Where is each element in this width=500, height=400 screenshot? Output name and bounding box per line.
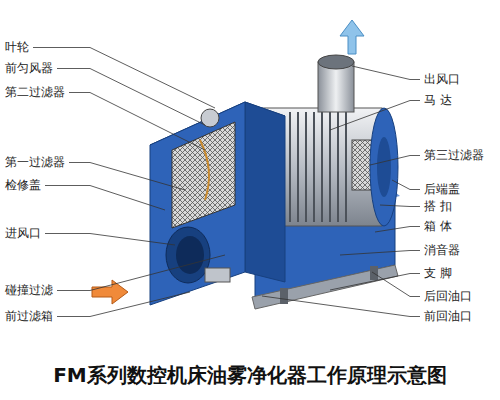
leader-line bbox=[45, 234, 175, 246]
part-label: 前匀风器 bbox=[5, 61, 53, 75]
leader-line bbox=[45, 186, 165, 211]
part-label: 支 脚 bbox=[424, 266, 452, 280]
leader-line bbox=[352, 66, 420, 80]
leader-line bbox=[262, 296, 420, 317]
part-label: 第一过滤器 bbox=[5, 155, 65, 169]
part-label: 箱 体 bbox=[424, 219, 452, 233]
leader-line bbox=[69, 93, 205, 151]
part-label: 前回油口 bbox=[424, 309, 472, 323]
leader-line bbox=[57, 292, 190, 317]
leader-line bbox=[330, 274, 420, 291]
part-label: 消音器 bbox=[424, 243, 460, 257]
part-label: 叶轮 bbox=[5, 40, 29, 54]
part-label: 出风口 bbox=[424, 72, 460, 86]
part-label: 后端盖 bbox=[424, 182, 460, 196]
part-label: 第二过滤器 bbox=[5, 85, 65, 99]
part-label: 前过滤箱 bbox=[5, 309, 53, 323]
part-label: 检修盖 bbox=[5, 178, 41, 192]
leader-line bbox=[392, 180, 420, 190]
leader-line bbox=[330, 101, 420, 131]
leader-line bbox=[340, 251, 420, 256]
part-label: 马 达 bbox=[424, 93, 452, 107]
leader-line bbox=[57, 255, 225, 291]
part-label: 碰撞过滤 bbox=[5, 283, 53, 297]
figure-caption: FM系列数控机床油雾净化器工作原理示意图 bbox=[0, 362, 500, 389]
part-label: 后回油口 bbox=[424, 289, 472, 303]
leader-line bbox=[57, 69, 205, 126]
part-label: 第三过滤器 bbox=[424, 148, 484, 162]
leader-line bbox=[375, 227, 420, 233]
part-label: 搭 扣 bbox=[424, 199, 452, 213]
part-label: 进风口 bbox=[5, 226, 41, 240]
leader-line bbox=[370, 156, 420, 166]
leader-line bbox=[380, 205, 420, 207]
leader-line bbox=[372, 272, 420, 297]
